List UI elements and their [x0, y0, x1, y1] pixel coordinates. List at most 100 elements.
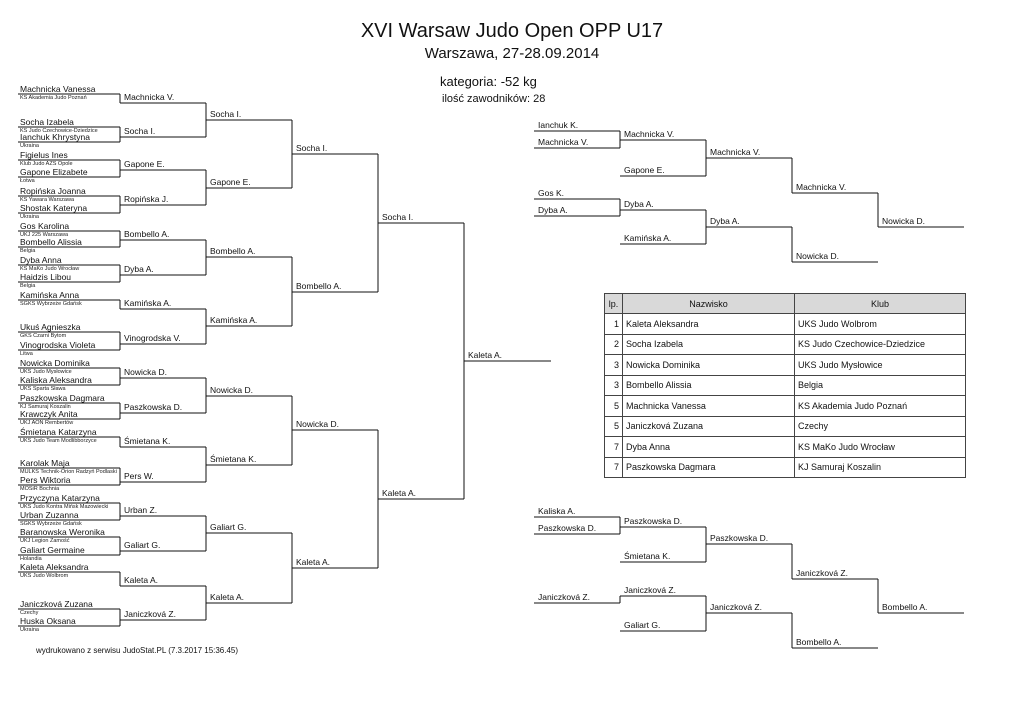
competitor-club: KS MaKo Judo Wrocław	[20, 266, 80, 272]
page-title: XVI Warsaw Judo Open OPP U17	[360, 20, 664, 42]
competitor-name: Ropińska Joanna	[20, 186, 86, 196]
round4-entry: Socha I.	[382, 212, 414, 222]
competitor-club: Belgia	[20, 248, 36, 254]
repechage-top-round1: Dyba A.	[624, 199, 654, 209]
competitor-name: Krawczyk Anita	[20, 409, 78, 419]
round1-entry: Urban Z.	[124, 505, 158, 515]
place-cell: 7	[604, 436, 623, 458]
competitor-name: Huska Oksana	[20, 616, 76, 626]
competitor-club: MOSiR Bochnia	[20, 486, 60, 492]
name-cell: Janiczková Zuzana	[622, 415, 795, 437]
place-cell: 7	[604, 456, 623, 478]
competitor-name: Shostak Kateryna	[20, 203, 88, 213]
round3-entry: Nowicka D.	[296, 419, 339, 429]
competitor-club: KS Akademia Judo Poznań	[20, 95, 87, 101]
competitor-club: Ukraina	[20, 627, 39, 633]
competitor-club: SGKS Wybrzeże Gdańsk	[20, 301, 82, 307]
club-cell: Belgia	[794, 374, 966, 396]
round1-entry: Kamińska A.	[124, 298, 172, 308]
competitor-club: KS Yawara Warszawa	[20, 197, 75, 203]
results-header-row: lp. Nazwisko Klub	[604, 293, 966, 314]
place-cell: 1	[604, 313, 623, 335]
repechage-bottom-round3: Janiczková Z.	[796, 568, 848, 578]
competitor-club: Czechy	[20, 610, 39, 616]
competitor-name: Ukuś Agnieszka	[20, 322, 81, 332]
place-cell: 3	[604, 374, 623, 396]
competitor-club: UKS Judo Kontra Mińsk Mazowiecki	[20, 504, 109, 510]
competitor-club: KS Judo Czechowice-Dziedzice	[20, 128, 98, 134]
repechage-top-entry: Ianchuk K.	[538, 120, 579, 130]
club-cell: UKS Judo Mysłowice	[794, 354, 966, 376]
repechage-bottom-entry: Janiczková Z.	[538, 592, 590, 602]
place-cell: 3	[604, 354, 623, 376]
repechage-bottom-round1: Galiart G.	[624, 620, 661, 630]
round2-entry: Śmietana K.	[210, 454, 257, 464]
competitor-club: Belgia	[20, 283, 36, 289]
round1-entry: Pers W.	[124, 471, 154, 481]
header-name: Nazwisko	[622, 293, 795, 314]
competitor-name: Kaliska Aleksandra	[20, 375, 92, 385]
competitor-name: Figielus Ines	[20, 150, 68, 160]
header-place: lp.	[604, 293, 623, 314]
repechage-bottom-round1: Śmietana K.	[624, 551, 671, 561]
repechage-top-round1: Machnicka V.	[624, 129, 675, 139]
competitor-name: Haidzis Libou	[20, 272, 72, 282]
club-cell: UKS Judo Wolbrom	[794, 313, 966, 335]
round2-entry: Galiart G.	[210, 522, 247, 532]
repechage-bottom-round2: Janiczková Z.	[710, 602, 762, 612]
round1-entry: Śmietana K.	[124, 436, 171, 446]
header-club: Klub	[794, 293, 966, 314]
name-cell: Dyba Anna	[622, 436, 795, 458]
repechage-bottom-winner: Bombello A.	[882, 602, 928, 612]
competitor-club: Ukraina	[20, 143, 39, 149]
competitor-name: Dyba Anna	[20, 255, 62, 265]
round2-entry: Gapone E.	[210, 177, 251, 187]
competitor-club: UKS Judo Team Modlibborzyce	[20, 438, 97, 444]
competitor-club: GKS Czarni Bytom	[20, 333, 67, 339]
competitor-club: UKJ AON Rembertów	[20, 420, 74, 426]
club-cell: KJ Samuraj Koszalin	[794, 456, 966, 478]
competitor-name: Kaleta Aleksandra	[20, 562, 89, 572]
round1-entry: Paszkowska D.	[124, 402, 183, 412]
page-subtitle: Warszawa, 27-28.09.2014	[424, 45, 600, 62]
round1-entry: Nowicka D.	[124, 367, 167, 377]
repechage-top-round2: Dyba A.	[710, 216, 740, 226]
round3-entry: Kaleta A.	[296, 557, 331, 567]
competitor-name: Urban Zuzanna	[20, 510, 79, 520]
repechage-top-entry: Dyba A.	[538, 205, 568, 215]
round1-entry: Kaleta A.	[124, 575, 159, 585]
competitor-count: ilość zawodników: 28	[442, 93, 546, 105]
repechage-bottom-round1: Janiczková Z.	[624, 585, 676, 595]
competitor-name: Paszkowska Dagmara	[20, 393, 105, 403]
competitor-name: Pers Wiktoria	[20, 475, 71, 485]
round2-entry: Socha I.	[210, 109, 242, 119]
competitor-name: Kamińska Anna	[20, 290, 80, 300]
competitor-club: UKS Judo Mysłowice	[20, 369, 72, 375]
repechage-bottom-round2: Paszkowska D.	[710, 533, 769, 543]
competitor-club: SGKS Wybrzeże Gdańsk	[20, 521, 82, 527]
competitor-club: UKS Sparta Sława	[20, 386, 66, 392]
name-cell: Kaleta Aleksandra	[622, 313, 795, 335]
competitor-club: Ukraina	[20, 214, 39, 220]
round1-entry: Dyba A.	[124, 264, 154, 274]
place-cell: 5	[604, 395, 623, 417]
category-label: kategoria: -52 kg	[440, 74, 537, 89]
repechage-bottom-round1: Paszkowska D.	[624, 516, 683, 526]
name-cell: Machnicka Vanessa	[622, 395, 795, 417]
print-footer: wydrukowano z serwisu JudoStat.PL (7.3.2…	[36, 646, 239, 655]
round1-entry: Socha I.	[124, 126, 156, 136]
competitor-name: Ianchuk Khrystyna	[20, 132, 90, 142]
repechage-top-round3: Nowicka D.	[796, 251, 839, 261]
round4-entry: Kaleta A.	[382, 488, 417, 498]
club-cell: KS Akademia Judo Poznań	[794, 395, 966, 417]
competitor-name: Baranowska Weronika	[20, 527, 105, 537]
